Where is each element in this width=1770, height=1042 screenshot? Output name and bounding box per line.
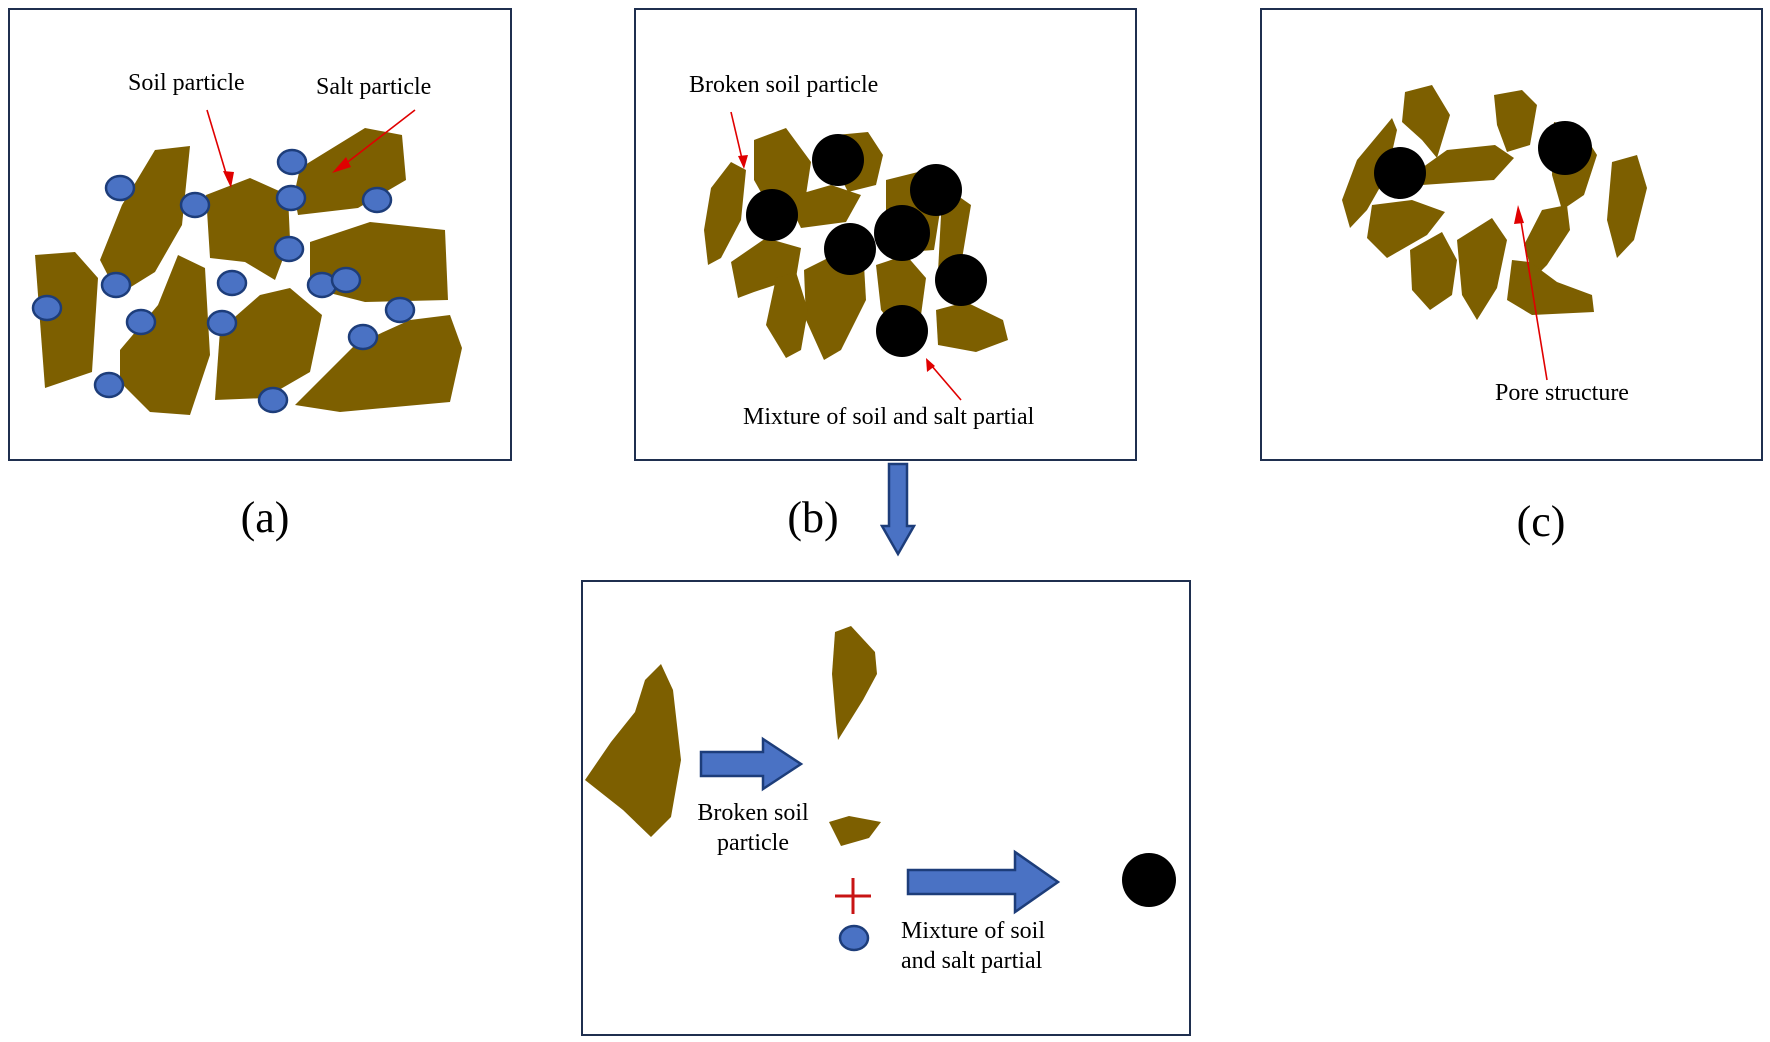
mixture-particle (824, 223, 876, 275)
salt-particle-label: Salt particle (316, 74, 432, 100)
soil-particle (1410, 232, 1457, 310)
broken-soil-pointer-arrow (730, 111, 748, 169)
panel-b: Broken soil particle Mixture of soil and… (634, 8, 1137, 461)
mixture-particle (1122, 853, 1176, 907)
broken-soil-label: Broken soil particle (678, 798, 828, 858)
broken-soil-fragment (829, 816, 881, 846)
soil-particle (120, 255, 210, 415)
mixture-particle (746, 189, 798, 241)
detail-drawing (585, 626, 1176, 952)
broken-soil-particle (704, 162, 746, 265)
salt-particle (384, 296, 416, 324)
plus-icon (835, 878, 871, 914)
detail-panel: Broken soil particle Mixture of soil and… (581, 580, 1191, 1036)
mixture-particle (874, 205, 930, 261)
salt-particle-group (31, 148, 416, 414)
broken-soil-particle (731, 238, 801, 298)
salt-particle (125, 308, 157, 336)
panel-a: Soil particle Salt particle (8, 8, 512, 461)
mixture-particle (1538, 121, 1592, 175)
caption-c: (c) (1516, 497, 1566, 546)
soil-particle (1507, 260, 1594, 315)
pore-structure-label: Pore structure (1495, 380, 1629, 406)
broken-soil-fragment (832, 626, 877, 740)
salt-particle (100, 271, 132, 299)
broken-soil-particle (786, 185, 861, 228)
soil-pointer-arrow (206, 109, 234, 188)
salt-particle (206, 309, 238, 337)
soil-particle (1402, 85, 1450, 158)
mixture-pointer-arrow (926, 358, 962, 401)
broken-soil-label-line2: particle (717, 830, 789, 856)
salt-particle (216, 269, 248, 297)
soil-particle (1412, 145, 1514, 185)
salt-particle (276, 148, 308, 176)
salt-pointer-arrow (332, 109, 416, 173)
break-arrow (699, 736, 804, 792)
mixture-label-line2: and salt partial (901, 948, 1043, 974)
soil-particle (100, 146, 190, 295)
salt-particle (273, 235, 305, 263)
salt-particle (361, 186, 393, 214)
salt-particle (838, 924, 870, 952)
mixture-label: Mixture of soil and salt partial (901, 916, 1045, 976)
salt-particle (31, 294, 63, 322)
salt-particle (330, 266, 362, 294)
salt-particle (93, 371, 125, 399)
mixture-label-line1: Mixture of soil (901, 918, 1045, 944)
panel-b-drawing (704, 111, 1008, 401)
salt-particle (104, 174, 136, 202)
soil-particle (206, 178, 290, 280)
soil-particle (1607, 155, 1647, 258)
broken-soil-particle (766, 272, 808, 358)
soil-particle-label: Soil particle (128, 70, 245, 96)
panel-c: Pore structure (1260, 8, 1763, 461)
mixture-particle (910, 164, 962, 216)
soil-particle (295, 315, 462, 412)
broken-soil-particle (804, 258, 866, 360)
broken-soil-label: Broken soil particle (689, 72, 879, 98)
salt-particle (179, 191, 211, 219)
soil-particle (35, 252, 98, 388)
down-arrow (880, 462, 916, 557)
mixture-particle (1374, 147, 1426, 199)
salt-particle (257, 386, 289, 414)
salt-particle (275, 184, 307, 212)
soil-particle (215, 288, 322, 400)
caption-a: (a) (240, 493, 290, 542)
caption-b: (b) (787, 493, 839, 542)
broken-soil-particle (936, 302, 1008, 352)
soil-particle (1524, 205, 1570, 278)
panel-a-drawing (31, 109, 462, 415)
mixture-particle (876, 305, 928, 357)
mixture-particle (935, 254, 987, 306)
mix-arrow (906, 849, 1061, 915)
panel-c-drawing (1342, 85, 1647, 381)
mixture-label: Mixture of soil and salt partial (743, 404, 1035, 430)
soil-particle (1342, 118, 1397, 228)
pore-pointer-arrow (1514, 205, 1548, 381)
soil-particle (1457, 218, 1507, 320)
salt-particle (347, 323, 379, 351)
soil-particle (585, 664, 681, 837)
soil-particle (1494, 90, 1537, 152)
mixture-particle (812, 134, 864, 186)
soil-particle (1367, 200, 1445, 258)
broken-soil-label-line1: Broken soil (697, 800, 809, 826)
